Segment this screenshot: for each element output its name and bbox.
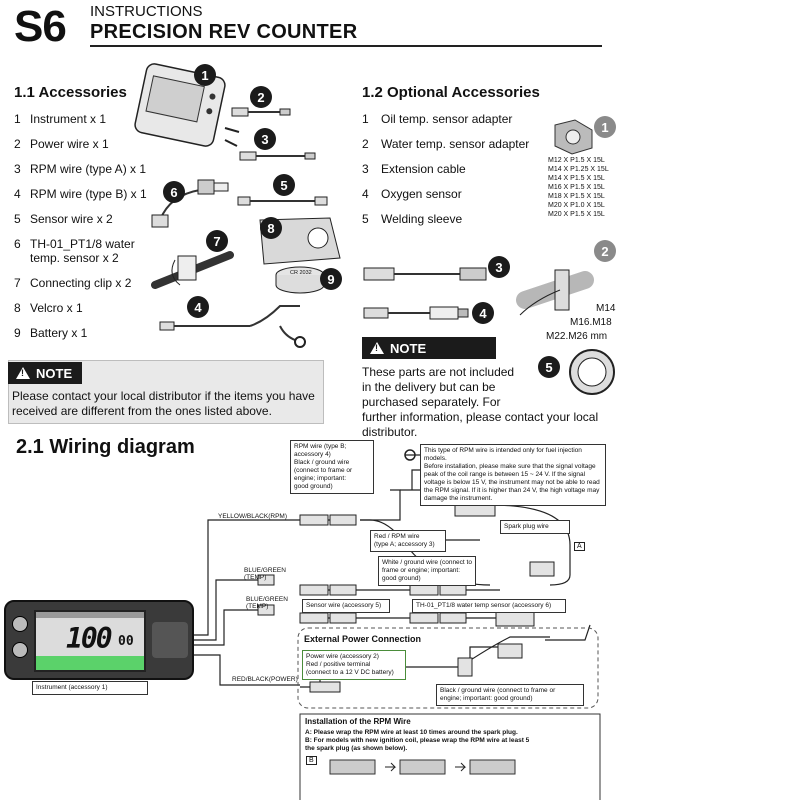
- lcd-small-value: 00: [118, 634, 134, 649]
- rpm-wire-a-drawing: [239, 151, 316, 161]
- instrument-lcd: 100 00: [34, 610, 146, 672]
- logo-s6: S6: [14, 2, 67, 51]
- lcd-value: 100: [66, 622, 113, 655]
- marker-b: B: [306, 756, 317, 765]
- sensor-wire-drawing: [237, 196, 328, 206]
- warning-icon: [16, 367, 30, 379]
- ext-power-title: External Power Connection: [304, 634, 422, 644]
- fuel-injection-note: This type of RPM wire is intended only f…: [420, 444, 606, 506]
- warning-icon: [370, 342, 384, 354]
- oxygen-sensor-drawing: [363, 306, 469, 320]
- thread-spec-list: M12 X P1.5 X 15L M14 X P1.25 X 15L M14 X…: [548, 157, 609, 218]
- page-title: PRECISION REV COUNTER: [90, 21, 358, 43]
- install-line-b2: the spark plug (as shown below).: [305, 745, 408, 752]
- header-subtitle: INSTRUCTIONS: [90, 3, 203, 20]
- oil-adapter-drawing: [554, 119, 593, 155]
- optional-illustration: [363, 119, 615, 395]
- badge-8: 8: [260, 217, 282, 239]
- install-line-a: A: Please wrap the RPM wire at least 10 …: [305, 729, 518, 736]
- blue-green-label-1: BLUE/GREEN(TEMP): [244, 567, 286, 581]
- size-label: M22.M26 mm: [546, 331, 608, 342]
- rpm-wire-b-drawing: [159, 305, 306, 348]
- badge-3: 3: [254, 128, 276, 150]
- rpm-b-box: RPM wire (type B;accessory 4)Black / gro…: [290, 440, 374, 494]
- install-line-b1: B: For models with new ignition coil, pl…: [305, 737, 530, 744]
- connecting-clip-drawing: [151, 251, 234, 289]
- instrument-button-icon: [12, 616, 28, 632]
- instrument-label: Instrument (accessory 1): [32, 681, 148, 695]
- badge-4: 4: [187, 296, 209, 318]
- spark-plug-label: Spark plug wire: [500, 520, 570, 534]
- battery-text: CR 2032: [290, 270, 312, 276]
- opt-badge-5: 5: [538, 356, 560, 378]
- welding-sleeve-drawing: [569, 349, 615, 395]
- install-title: Installation of the RPM Wire: [305, 717, 411, 726]
- rpm-a-box: Red / RPM wire(type A; accessory 3): [370, 530, 446, 552]
- water-adapter-drawing: [516, 269, 594, 316]
- header-rule: [90, 45, 602, 47]
- temp-sensor-drawing: [151, 179, 229, 228]
- power-wire-box: Power wire (accessory 2)Red / positive t…: [302, 650, 406, 680]
- sensor-wire-label: Sensor wire (accessory 5): [302, 599, 390, 613]
- badge-6: 6: [163, 181, 185, 203]
- black-ground-box: Black / ground wire (connect to frame or…: [436, 684, 584, 706]
- power-wire-drawing: [231, 107, 291, 117]
- marker-a: A: [574, 542, 585, 551]
- wiring-title: 2.1 Wiring diagram: [16, 436, 195, 458]
- instrument-body: 100 00: [4, 600, 194, 680]
- extension-cable-drawing: [363, 267, 487, 281]
- opt-badge-4: 4: [472, 302, 494, 324]
- instrument-button-icon: [12, 642, 28, 658]
- optional-title: 1.2 Optional Accessories: [362, 84, 540, 101]
- badge-5: 5: [273, 174, 295, 196]
- badge-7: 7: [206, 230, 228, 252]
- badge-2: 2: [250, 86, 272, 108]
- battery-drawing: [275, 266, 325, 294]
- note-tag-2: NOTE: [362, 337, 496, 359]
- accessories-title: 1.1 Accessories: [14, 84, 127, 101]
- accessories-illustration: [134, 63, 341, 348]
- badge-9: 9: [320, 268, 342, 290]
- yellow-black-label: YELLOW/BLACK(RPM): [218, 513, 287, 520]
- size-label: M16.M18: [570, 317, 612, 328]
- badge-1: 1: [194, 64, 216, 86]
- red-black-label: RED/BLACK(POWER): [232, 676, 298, 683]
- note-tag-1: NOTE: [8, 362, 83, 384]
- note-text-1: Please contact your local distributor if…: [12, 389, 315, 418]
- opt-badge-2: 2: [594, 240, 616, 262]
- th01-label: TH-01_PT1/8 water temp sensor (accessory…: [412, 599, 566, 613]
- size-label: M14: [596, 303, 616, 314]
- blue-green-label-2: BLUE/GREEN(TEMP): [246, 596, 288, 610]
- opt-badge-3: 3: [488, 256, 510, 278]
- opt-badge-1: 1: [594, 116, 616, 138]
